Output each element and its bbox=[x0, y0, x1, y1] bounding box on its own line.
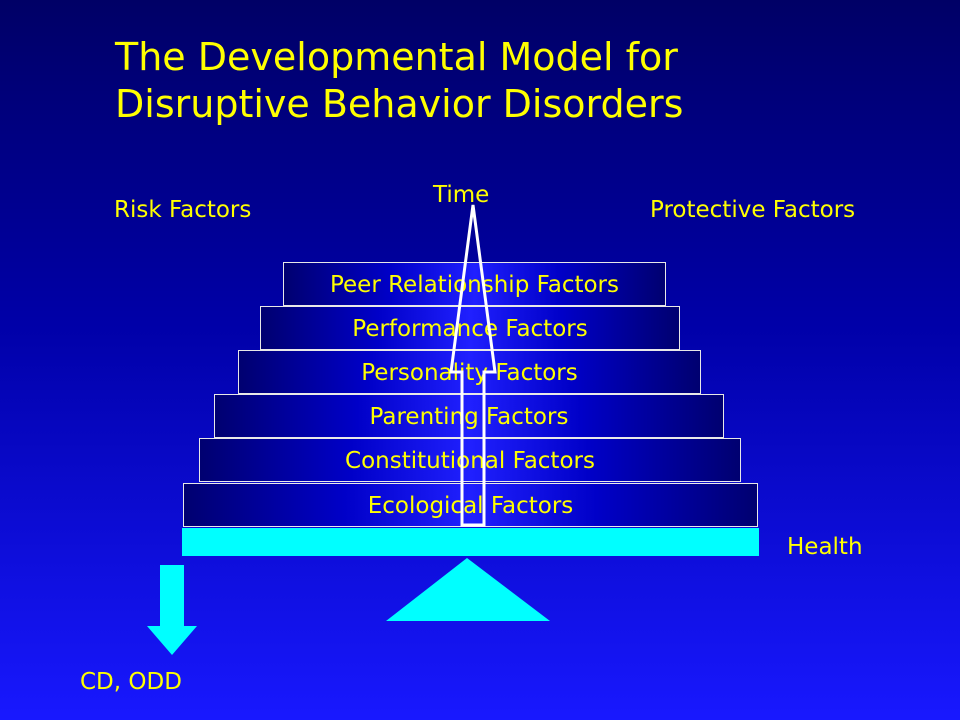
layer-peer-relationship: Peer Relationship Factors bbox=[283, 262, 666, 306]
layer-personality: Personality Factors bbox=[238, 350, 701, 394]
outcome-label: CD, ODD bbox=[80, 669, 182, 695]
health-label: Health bbox=[787, 534, 863, 560]
risk-factors-label: Risk Factors bbox=[114, 197, 252, 223]
layer-parenting: Parenting Factors bbox=[214, 394, 724, 438]
layer-ecological: Ecological Factors bbox=[183, 483, 758, 527]
down-arrow-icon bbox=[147, 565, 197, 655]
title-line-2: Disruptive Behavior Disorders bbox=[115, 82, 684, 126]
time-label: Time bbox=[433, 182, 490, 208]
layer-performance: Performance Factors bbox=[260, 306, 680, 350]
title-line-1: The Developmental Model for bbox=[115, 35, 678, 79]
balance-beam bbox=[182, 528, 759, 556]
time-arrow-icon bbox=[449, 204, 497, 527]
protective-factors-label: Protective Factors bbox=[650, 197, 856, 223]
layer-constitutional: Constitutional Factors bbox=[199, 438, 741, 482]
slide-title: The Developmental Model for Disruptive B… bbox=[115, 34, 915, 128]
fulcrum-triangle bbox=[386, 558, 550, 621]
